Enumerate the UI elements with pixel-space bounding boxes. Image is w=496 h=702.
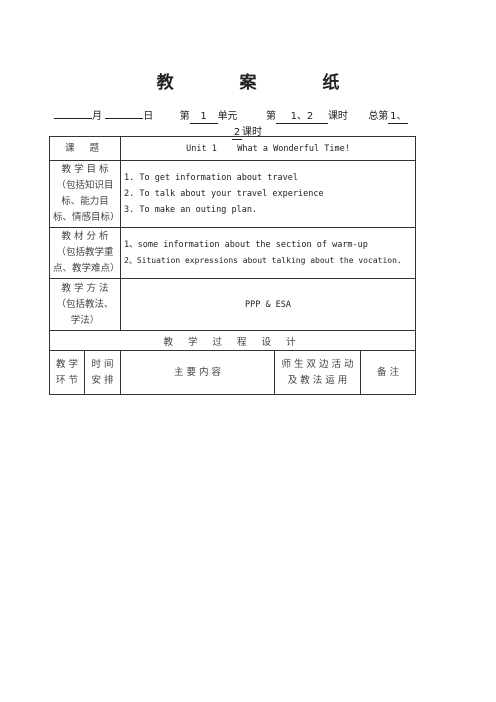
- topic-row: 课 题 Unit 1 What a Wonderful Time!: [49, 136, 416, 161]
- total-line1: 1、: [388, 111, 409, 124]
- objective-item: 2. To talk about your travel experience: [124, 189, 324, 199]
- unit-number: 1: [189, 111, 218, 124]
- process-header: 教 学 过 程 设 计: [49, 330, 416, 351]
- lesson-numbers: 1、2: [275, 111, 328, 124]
- col-content: 主 要 内 容: [120, 350, 275, 395]
- col-time: 时 间 安 排: [84, 350, 121, 395]
- objective-item: 1. To get information about travel: [124, 173, 298, 183]
- methods-value: PPP & ESA: [120, 278, 416, 331]
- unit-suffix: 单元: [217, 111, 238, 122]
- process-header-row: 教 学 过 程 设 计: [49, 330, 416, 351]
- total-suffix: 课时: [242, 127, 262, 138]
- analysis-item: 1、some information about the section of …: [124, 240, 368, 250]
- objectives-content: 1. To get information about travel 2. To…: [120, 160, 416, 228]
- month-blank: [54, 106, 92, 119]
- topic-label: 课 题: [49, 136, 121, 161]
- objectives-label: 教 学 目 标（包括知识目标、能力目标、情感目标）: [49, 160, 121, 228]
- day-label: 日: [143, 111, 154, 122]
- unit-prefix: 第: [179, 111, 190, 122]
- lesson-suffix: 课时: [327, 111, 348, 122]
- day-blank: [105, 106, 144, 119]
- analysis-item: 2、Situation expressions about talking ab…: [124, 256, 402, 265]
- month-label: 月: [92, 111, 102, 122]
- methods-row: 教 学 方 法（包括教法、学法） PPP & ESA: [49, 278, 416, 331]
- col-stage: 教 学 环 节: [49, 350, 85, 395]
- objective-item: 3. To make an outing plan.: [124, 205, 258, 215]
- lesson-prefix: 第: [265, 111, 276, 122]
- analysis-label: 教 材 分 析（包括教学重点、教学难点）: [49, 227, 121, 279]
- col-notes: 备 注: [360, 350, 416, 395]
- page-title: 教 案 纸: [156, 73, 370, 93]
- total-prefix: 总第: [368, 111, 389, 122]
- topic-value: Unit 1 What a Wonderful Time!: [120, 136, 416, 161]
- col-activities: 师 生 双 边 活 动 及 教 法 运 用: [274, 350, 361, 395]
- process-columns-row: 教 学 环 节 时 间 安 排 主 要 内 容 师 生 双 边 活 动 及 教 …: [49, 350, 416, 395]
- analysis-row: 教 材 分 析（包括教学重点、教学难点） 1、some information …: [49, 227, 416, 279]
- methods-label: 教 学 方 法（包括教法、学法）: [49, 278, 121, 331]
- analysis-content: 1、some information about the section of …: [120, 227, 416, 279]
- lesson-plan-table: 课 题 Unit 1 What a Wonderful Time! 教 学 目 …: [49, 136, 416, 395]
- objectives-row: 教 学 目 标（包括知识目标、能力目标、情感目标） 1. To get info…: [49, 160, 416, 228]
